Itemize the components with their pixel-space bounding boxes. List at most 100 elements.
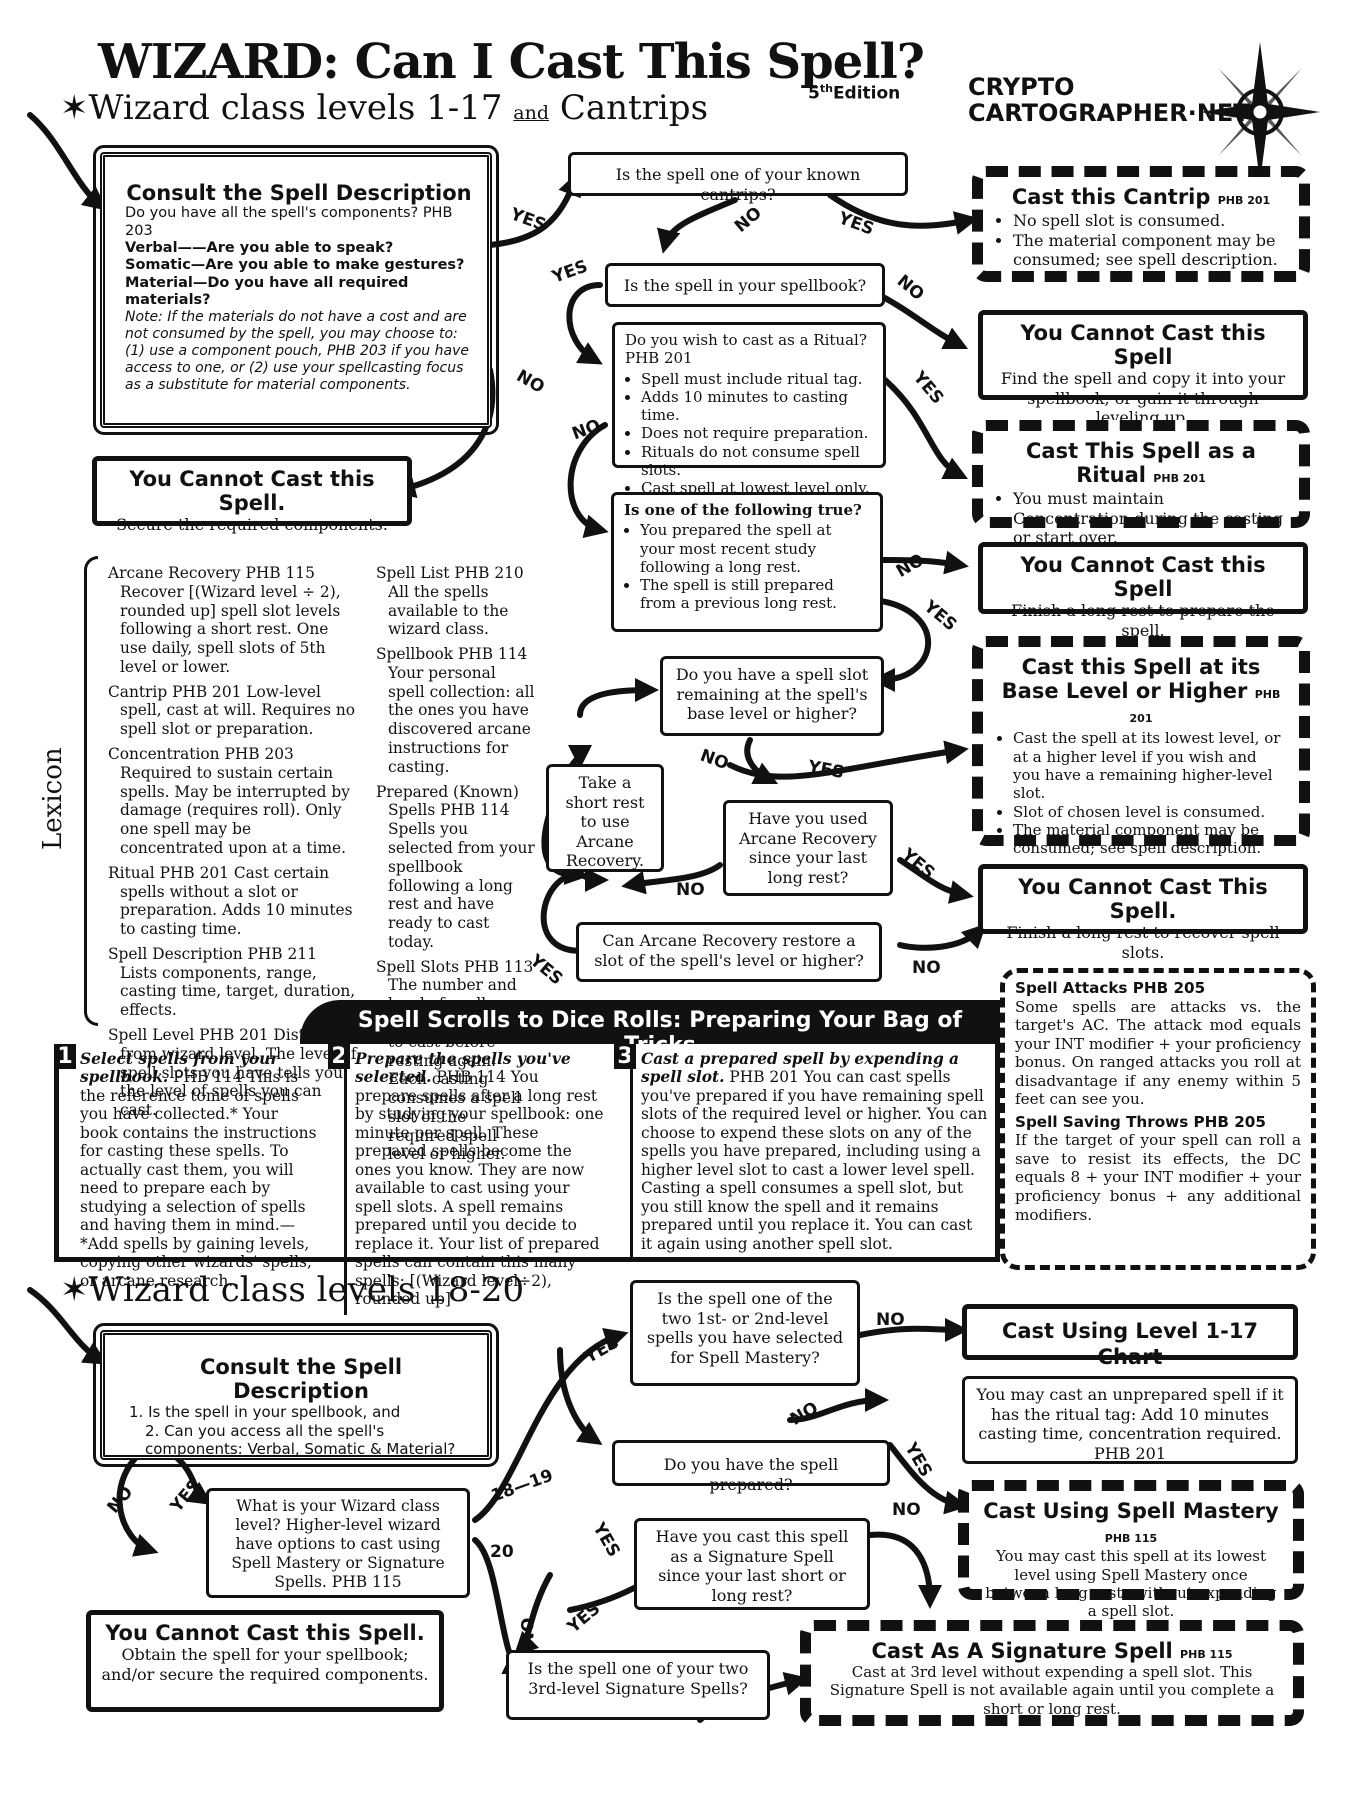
result-cast-ritual-item: You must maintain Concentration during t…: [1013, 489, 1285, 548]
consult-material: Material—Do you have all required materi…: [125, 274, 409, 309]
consult-components: Do you have all the spell's components? …: [125, 205, 453, 239]
scroll-step-1-text: PHB 114 This is the reference tome of sp…: [80, 1068, 317, 1290]
page-title: WIZARD: Can I Cast This Spell?: [98, 34, 925, 90]
edition-suffix: th: [819, 82, 833, 95]
brand-name: CRYPTO CARTOGRAPHER·NET: [968, 74, 1250, 127]
result-cast-cantrip-ref: PHB 201: [1217, 194, 1271, 207]
result-cast-base-level: Cast this Spell at its Base Level or Hig…: [972, 636, 1310, 857]
q-prepared-item: You prepared the spell at your most rece…: [640, 521, 870, 576]
result-use-chart: Cast Using Level 1-17 Chart: [962, 1304, 1298, 1369]
bottom-no-cast-title: You Cannot Cast this Spell.: [105, 1621, 425, 1645]
step-number: 1: [54, 1044, 76, 1069]
result-use-chart-text: Cast Using Level 1-17 Chart: [1001, 1319, 1259, 1369]
bottom-no-cast-text: Obtain the spell for your spellbook; and…: [101, 1645, 429, 1684]
scrolls-panel: [54, 1044, 1000, 1262]
consult-verbal: Verbal——Are you able to speak?: [125, 239, 394, 256]
q-ritual-list: Spell must include ritual tag. Adds 10 m…: [625, 370, 873, 498]
result-cast-base-level-item: Cast the spell at its lowest level, or a…: [1013, 729, 1285, 802]
q-spell-mastery: Is the spell one of the two 1st- or 2nd-…: [630, 1280, 860, 1386]
result-spell-mastery-title: Cast Using Spell Mastery PHB 115: [983, 1499, 1279, 1547]
lexicon-entry: Spellbook PHB 114 Your personal spell co…: [376, 645, 535, 776]
consult-2-line-1: 1. Is the spell in your spellbook, and: [129, 1403, 401, 1422]
result-prepare-spell-title: You Cannot Cast this Spell: [1020, 553, 1266, 602]
result-signature-spell: Cast As A Signature Spell PHB 115 Cast a…: [800, 1620, 1304, 1726]
result-cast-ritual: Cast This Spell as a Ritual PHB 201 You …: [972, 420, 1310, 547]
result-spell-mastery-heading: Cast Using Spell Mastery: [983, 1499, 1279, 1523]
consult-spell-box-2: Consult the Spell Description 1. Is the …: [93, 1323, 499, 1467]
scroll-step-2-head: Prepare the spells you've selected.: [355, 1050, 571, 1087]
result-spell-mastery-ref: PHB 115: [1104, 1532, 1158, 1546]
consult-spell-box: Consult the Spell Description Do you hav…: [93, 145, 499, 435]
lexicon-border: [84, 556, 98, 1026]
q-ritual: Do you wish to cast as a Ritual? PHB 201…: [612, 322, 886, 497]
q-cantrip: Is the spell one of your known cantrips?: [568, 152, 908, 204]
edition-label: 5thEdition: [808, 82, 900, 104]
q-signature-spell: Is the spell one of your two 3rd-level S…: [506, 1650, 770, 1720]
label-no: NO: [876, 1310, 905, 1330]
result-cast-base-level-list: Cast the spell at its lowest level, or a…: [997, 729, 1285, 857]
subtitle-levels: Wizard class levels 1-17: [88, 88, 503, 128]
lexicon-entry: Prepared (Known) Spells PHB 114 Spells y…: [376, 782, 535, 951]
scroll-step-3-text: PHB 201 You can cast spells you've prepa…: [641, 1068, 988, 1253]
result-copy-spell: You Cannot Cast this Spell Find the spel…: [978, 310, 1308, 427]
q-ritual-item: Does not require preparation.: [641, 424, 873, 442]
result-cast-cantrip-item: No spell slot is consumed.: [1013, 211, 1285, 231]
q-spellbook: Is the spell in your spellbook?: [605, 263, 885, 307]
label-20: 20: [490, 1542, 514, 1562]
result-cast-cantrip-heading: Cast this Cantrip: [1011, 185, 1211, 209]
q-wizard-level: What is your Wizard class level? Higher-…: [206, 1488, 470, 1598]
consult-2-line-2: 2. Can you access all the spell's compon…: [145, 1421, 456, 1458]
spell-attacks-box: Spell Attacks PHB 205 Some spells are at…: [1000, 968, 1316, 1270]
bottom-no-cast-box: You Cannot Cast this Spell. Obtain the s…: [86, 1610, 444, 1712]
lexicon-entry: Cantrip PHB 201 Low-level spell, cast at…: [108, 682, 356, 739]
subtitle-and: and: [513, 102, 550, 124]
result-copy-spell-title: You Cannot Cast this Spell: [1020, 321, 1266, 370]
compass-rose-icon: [1200, 42, 1320, 182]
result-cast-cantrip: Cast this Cantrip PHB 201 No spell slot …: [972, 166, 1310, 282]
lexicon-entry: Ritual PHB 201 Cast certain spells witho…: [108, 863, 353, 939]
scrolls-banner: [300, 1000, 1000, 1044]
result-recover-slots: You Cannot Cast This Spell. Finish a lon…: [978, 864, 1308, 962]
spell-attacks-title: Spell Attacks PHB 205: [1015, 979, 1206, 997]
scroll-step-1-head: Select spells from your spellbook.: [80, 1050, 279, 1087]
result-spell-mastery: Cast Using Spell Mastery PHB 115 You may…: [958, 1480, 1304, 1620]
consult-title: Consult the Spell Description: [126, 181, 472, 205]
no-components-title: You Cannot Cast this Spell.: [129, 467, 375, 516]
result-unprepared: You may cast an unprepared spell if it h…: [962, 1376, 1298, 1464]
scroll-step-3: Cast a prepared spell by expending a spe…: [630, 1044, 996, 1260]
result-signature-spell-title: Cast As A Signature Spell PHB 115: [825, 1639, 1279, 1663]
result-signature-spell-text: Cast at 3rd level without expending a sp…: [829, 1663, 1275, 1718]
result-prepare-spell-text: Finish a long rest to prepare the spell.: [1011, 601, 1275, 640]
lexicon-entry: Concentration PHB 203 Required to sustai…: [108, 745, 350, 857]
result-cast-cantrip-item: The material component may be consumed; …: [1013, 231, 1285, 270]
lexicon-entry: Spell Level PHB 201 Distinct from wizard…: [108, 1025, 357, 1120]
edition-word: Edition: [832, 83, 901, 104]
q-arcane-used: Have you used Arcane Recovery since your…: [723, 800, 893, 896]
no-components-text: Secure the required components.: [116, 515, 388, 535]
result-cast-ritual-heading: Cast This Spell as a Ritual: [1026, 439, 1256, 488]
saving-throws-text: If the target of your spell can roll a s…: [1015, 1131, 1301, 1224]
q-ritual-title: Do you wish to cast as a Ritual? PHB 201: [625, 331, 867, 368]
edition-number: 5: [808, 83, 820, 104]
result-recover-slots-title: You Cannot Cast This Spell.: [1018, 875, 1268, 924]
scrolls-title: Spell Scrolls to Dice Rolls: Preparing Y…: [357, 1008, 963, 1058]
consult-note: Note: If the materials do not have a cos…: [125, 309, 469, 393]
result-signature-spell-heading: Cast As A Signature Spell: [871, 1639, 1173, 1663]
brand-line-1: CRYPTO: [968, 73, 1075, 101]
result-cast-base-level-heading: Cast this Spell at its Base Level or Hig…: [1001, 655, 1261, 704]
page-subtitle: ✶Wizard class levels 1-17 and Cantrips: [60, 88, 708, 128]
result-cast-cantrip-list: No spell slot is consumed. The material …: [997, 211, 1285, 270]
star-icon: ✶: [60, 1270, 89, 1310]
result-cast-base-level-title: Cast this Spell at its Base Level or Hig…: [997, 655, 1285, 727]
bottom-subtitle-text: Wizard class levels 18-20: [88, 1270, 525, 1310]
result-cast-base-level-item: Slot of chosen level is consumed.: [1013, 803, 1285, 821]
q-ritual-item: Rituals do not consume spell slots.: [641, 443, 873, 480]
lexicon-entry: Spell List PHB 210 All the spells availa…: [376, 564, 524, 639]
result-cast-ritual-ref: PHB 201: [1153, 472, 1206, 486]
label-no: NO: [892, 1500, 921, 1520]
q-ritual-item: Spell must include ritual tag.: [641, 370, 873, 388]
scroll-step-2: Prepare the spells you've selected. PHB …: [344, 1044, 612, 1315]
saving-throws-title: Spell Saving Throws PHB 205: [1015, 1112, 1266, 1131]
q-ritual-item: Adds 10 minutes to casting time.: [641, 388, 873, 425]
label-no: NO: [912, 958, 941, 978]
